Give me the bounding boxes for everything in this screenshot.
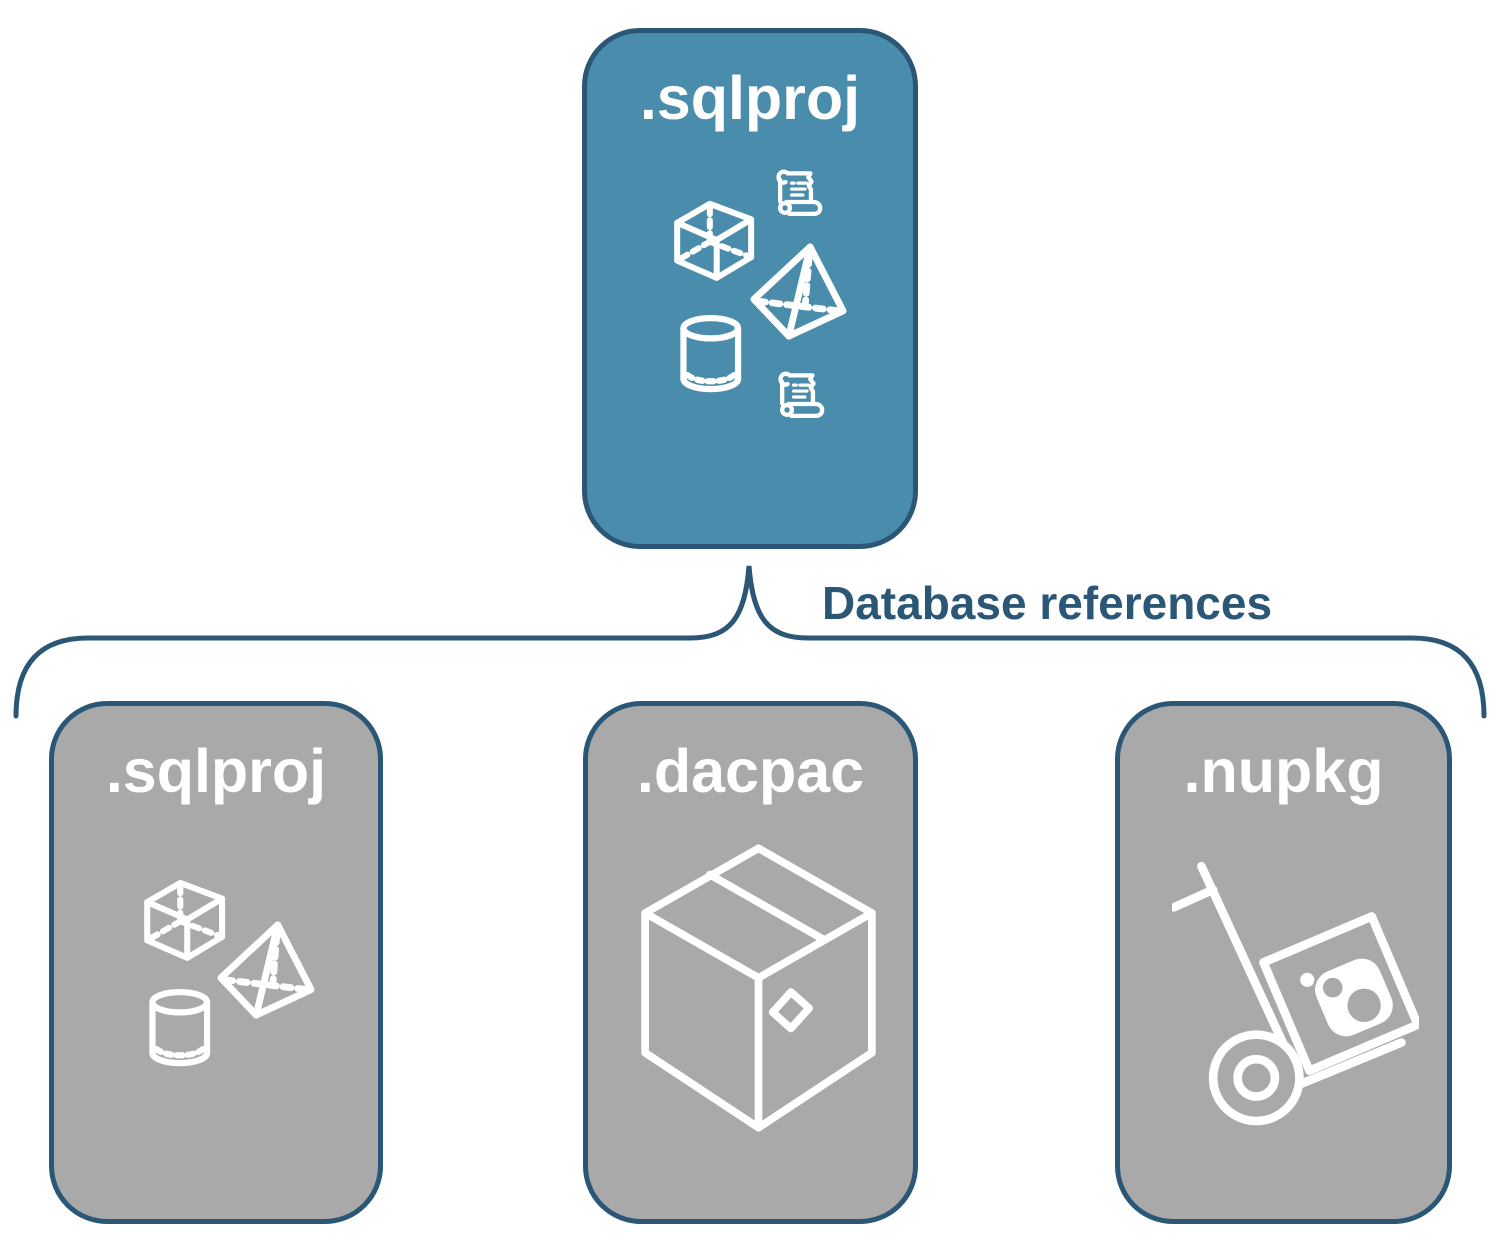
root-card-icon-cluster [587, 163, 923, 548]
package-box-icon [635, 842, 882, 1138]
package-box-shape [645, 848, 872, 1127]
script-scroll-icon [779, 172, 821, 214]
root-card-sqlproj: .sqlproj [582, 28, 918, 549]
hand-truck-shape [1174, 866, 1418, 1121]
pyramid-icon [221, 925, 311, 1015]
child-card-sqlproj: .sqlproj [49, 701, 383, 1224]
hand-truck-package-icon [1172, 862, 1419, 1131]
child-card-title: .sqlproj [105, 737, 327, 805]
connector-label: Database references [822, 577, 1273, 629]
brace-connector [13, 565, 1487, 719]
pyramid-icon [754, 247, 843, 336]
child-card-nupkg: .nupkg [1115, 701, 1452, 1224]
cylinder-icon [152, 992, 207, 1063]
child-card-title: .nupkg [1183, 737, 1384, 805]
root-card-title: .sqlproj [639, 64, 861, 132]
cylinder-icon [683, 318, 738, 389]
script-scroll-icon [781, 374, 823, 416]
child-card-icon-cluster [54, 836, 388, 1221]
cube-icon [147, 883, 222, 958]
brace-path [13, 565, 1487, 719]
child-card-title: .dacpac [636, 737, 865, 805]
child-card-dacpac: .dacpac [583, 701, 918, 1224]
cube-icon [677, 204, 751, 278]
